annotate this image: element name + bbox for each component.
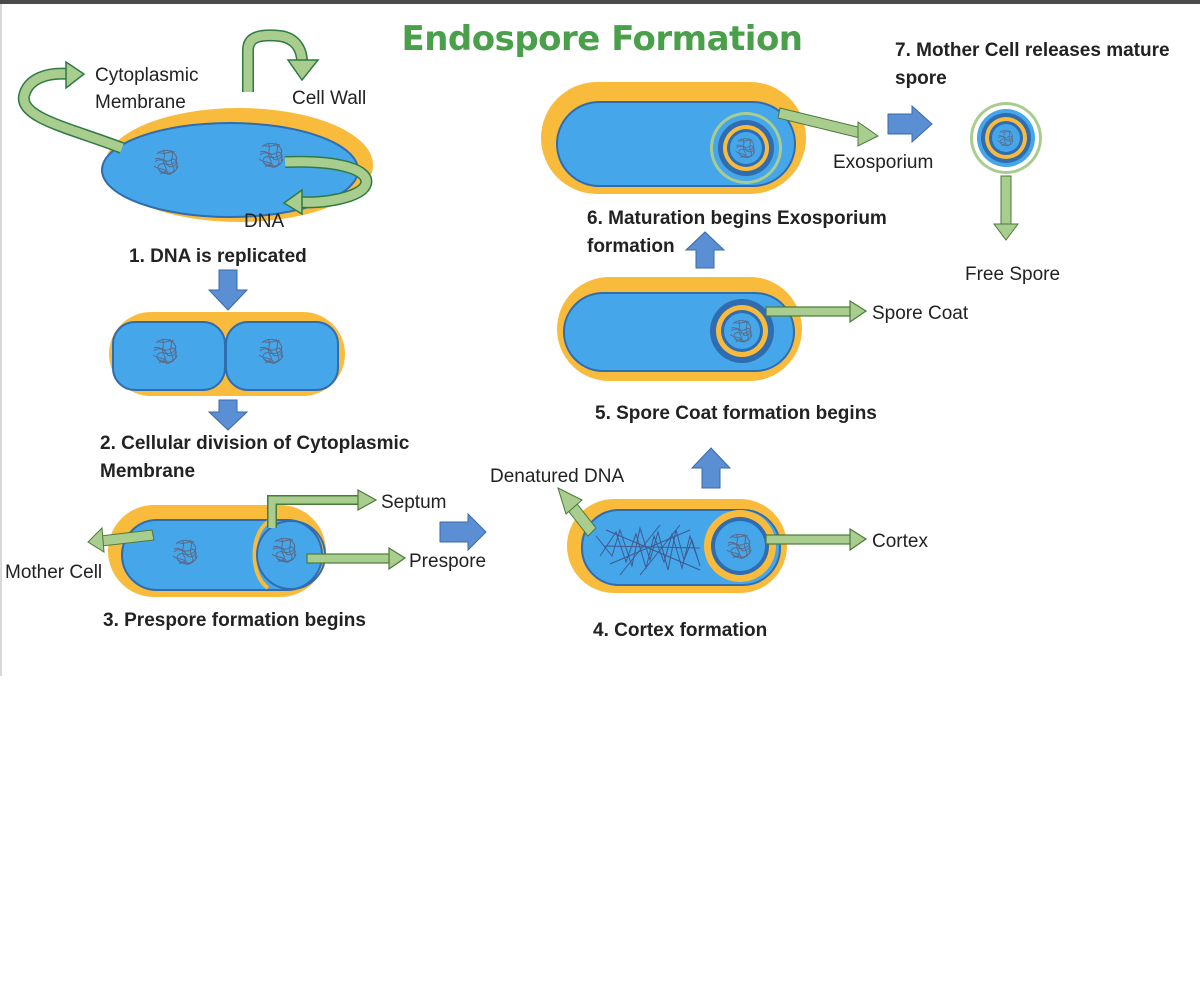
label-exosporium: Exosporium <box>833 152 933 173</box>
label-mother-cell: Mother Cell <box>5 562 102 583</box>
blue-arrow-right-1 <box>439 512 487 552</box>
label-cell-wall: Cell Wall <box>292 88 366 109</box>
label-free-spore: Free Spore <box>965 264 1060 285</box>
label-cortex: Cortex <box>872 531 928 552</box>
blue-arrow-down-1 <box>207 269 249 311</box>
step1-caption: 1. DNA is replicated <box>129 246 307 267</box>
left-border <box>0 4 2 676</box>
top-border <box>0 0 1200 4</box>
step2-caption-line2: Membrane <box>100 461 195 482</box>
label-septum: Septum <box>381 492 446 513</box>
step4-cell <box>567 499 787 593</box>
step2-caption-line1: 2. Cellular division of Cytoplasmic <box>100 433 410 454</box>
step3-caption: 3. Prespore formation begins <box>103 610 366 631</box>
denatured-dna-arrow <box>557 487 597 537</box>
free-spore-arrow <box>993 175 1019 241</box>
step2-cell <box>109 312 345 396</box>
step4-caption: 4. Cortex formation <box>593 620 767 641</box>
free-spore <box>970 102 1042 174</box>
step1-cell <box>101 108 373 222</box>
spore-coat-arrow <box>765 299 868 324</box>
blue-arrow-up-1 <box>690 447 732 489</box>
step5-cell <box>557 277 802 381</box>
exosporium-arrow <box>777 107 879 147</box>
step7-caption-line2: spore <box>895 68 947 89</box>
step6-caption-line2: formation <box>587 236 675 257</box>
step3-cell <box>108 505 326 597</box>
dna-arrow <box>282 155 373 216</box>
label-membrane: Membrane <box>95 92 186 113</box>
mother-cell-arrow <box>87 526 155 553</box>
cortex-arrow <box>765 527 868 552</box>
blue-arrow-up-2 <box>684 231 726 269</box>
label-denatured-dna: Denatured DNA <box>490 466 624 487</box>
label-dna: DNA <box>244 211 284 232</box>
step7-caption-line1: 7. Mother Cell releases mature <box>895 40 1170 61</box>
step5-caption: 5. Spore Coat formation begins <box>595 403 877 424</box>
blue-arrow-right-2 <box>887 104 933 144</box>
step6-cell <box>541 82 806 194</box>
septum-arrow <box>267 488 378 528</box>
step6-caption-line1: 6. Maturation begins Exosporium <box>587 208 887 229</box>
label-cytoplasmic: Cytoplasmic <box>95 65 198 86</box>
label-spore-coat: Spore Coat <box>872 303 969 324</box>
diagram-title: Endospore Formation <box>401 19 802 59</box>
label-prespore: Prespore <box>409 551 486 572</box>
cell-wall-arrow <box>242 29 320 92</box>
blue-arrow-down-2 <box>207 399 249 431</box>
cytoplasmic-membrane-arrow <box>17 60 125 154</box>
prespore-arrow <box>306 546 407 571</box>
